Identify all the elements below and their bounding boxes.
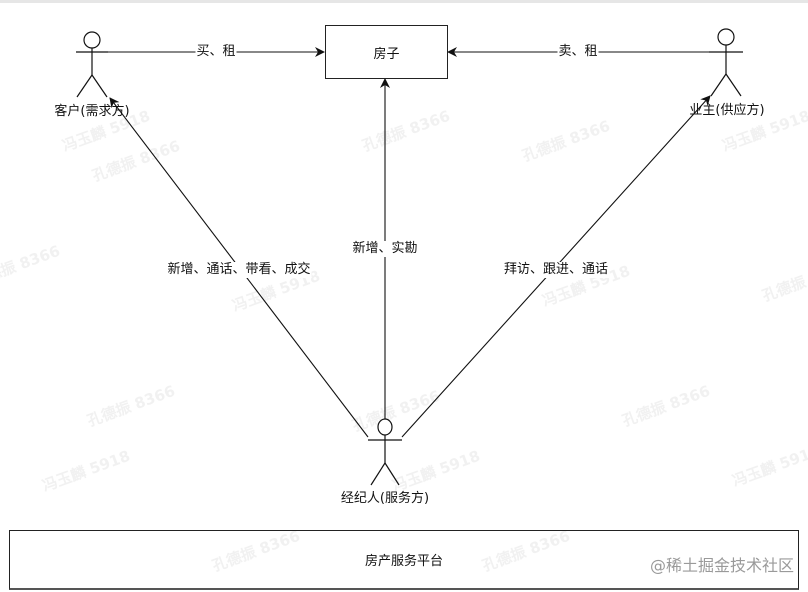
customer-label: 客户(需求方)	[54, 104, 130, 119]
edge-label-sell-rent: 卖、租	[557, 44, 599, 60]
top-border	[0, 0, 808, 3]
source-credit: @稀土掘金技术社区	[649, 556, 794, 575]
owner-actor-icon[interactable]	[709, 28, 743, 97]
owner-label: 业主(供应方)	[689, 103, 765, 118]
house-label: 房子	[373, 46, 400, 62]
edge-label-customer-actions: 新增、通话、带看、成交	[166, 262, 312, 278]
platform-node[interactable]: 房产服务平台	[9, 530, 799, 590]
customer-actor-icon[interactable]	[76, 31, 108, 98]
edge-label-add-survey: 新增、实勘	[351, 241, 419, 257]
agent-label: 经纪人(服务方)	[340, 491, 430, 506]
platform-label: 房产服务平台	[364, 554, 443, 569]
edge-label-owner-actions: 拜访、跟进、通话	[502, 262, 610, 278]
edge-label-buy-rent: 买、租	[195, 44, 237, 60]
agent-actor-icon[interactable]	[368, 418, 402, 486]
house-node[interactable]: 房子	[325, 25, 448, 79]
